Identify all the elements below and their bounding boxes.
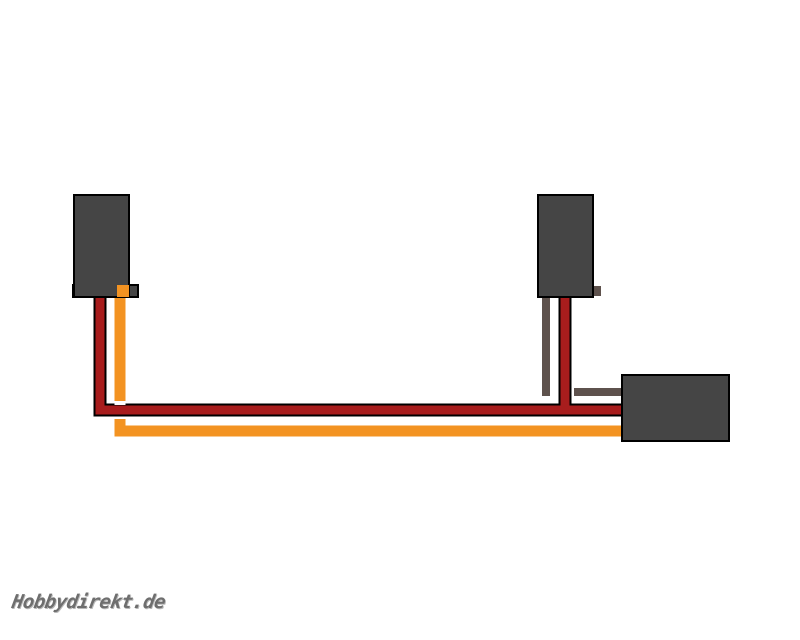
- left-plug-pin: [117, 285, 129, 297]
- end-connector: [621, 374, 730, 442]
- end-connector-body: [621, 374, 730, 442]
- right-servo-plug: [537, 194, 594, 298]
- right-plug-body: [537, 194, 594, 298]
- brown-stub: [588, 286, 601, 296]
- red-wire: [93, 297, 622, 417]
- left-plug-body: [73, 194, 130, 298]
- orange-wire: [114, 297, 622, 437]
- watermark-logo: Hobbydirekt.de: [10, 591, 168, 613]
- left-servo-plug: [72, 194, 139, 298]
- brown-wire: [542, 286, 622, 396]
